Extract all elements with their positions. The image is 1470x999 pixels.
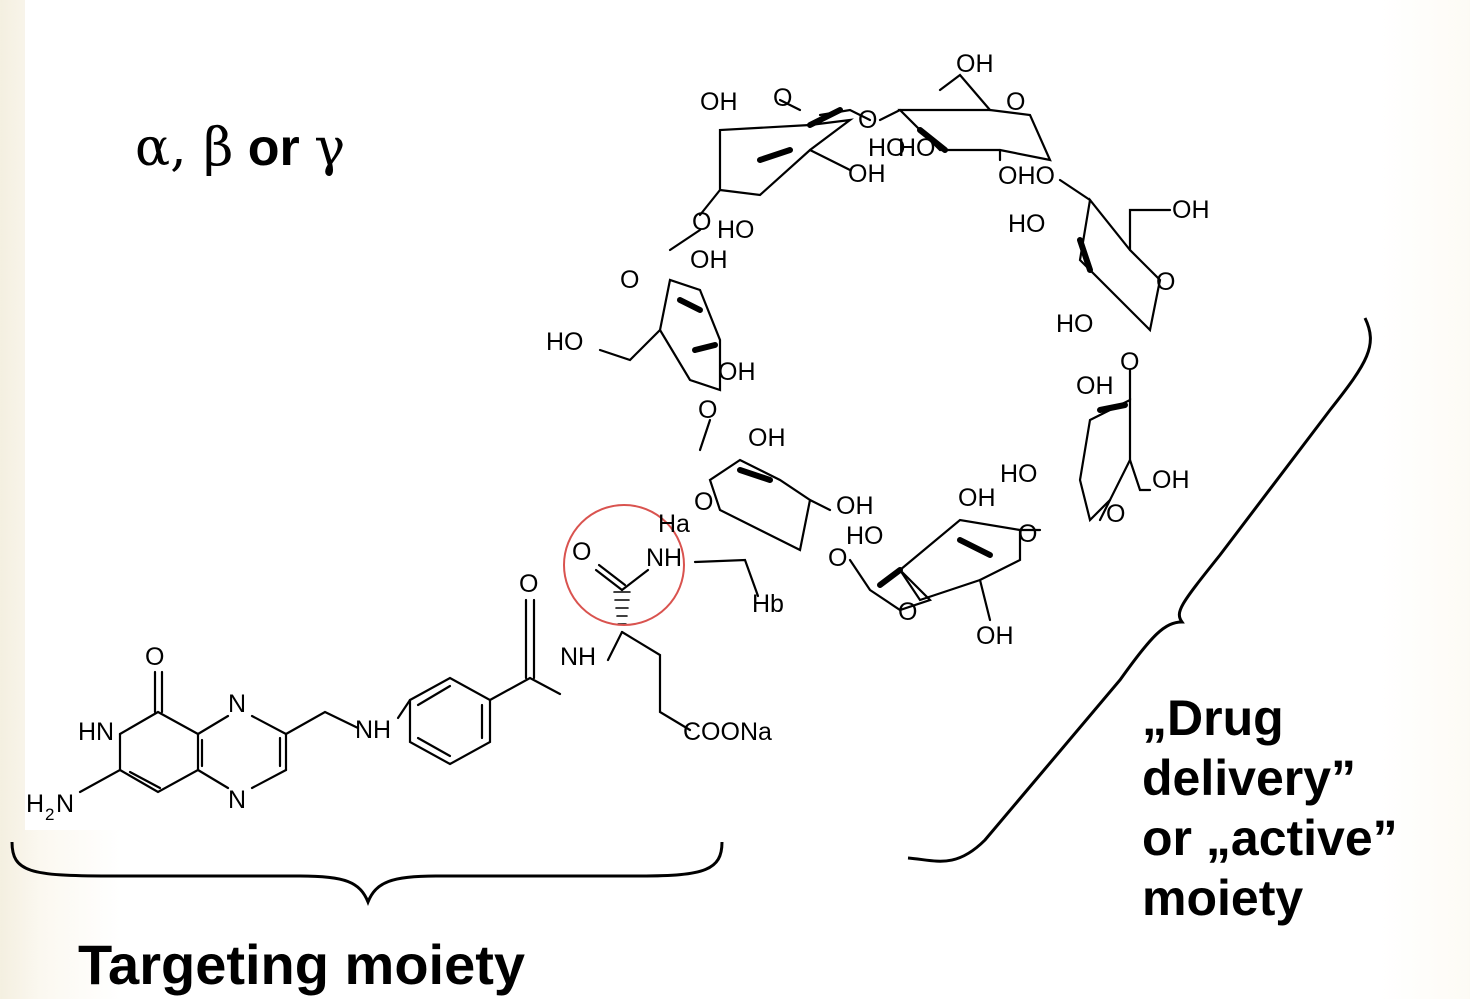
isomer-label: α, β or γ xyxy=(135,118,345,178)
atom-o: O xyxy=(1018,520,1037,548)
atom-ho: HO xyxy=(1000,460,1038,488)
structure-panel xyxy=(25,0,1120,830)
atom-oh: OH xyxy=(690,246,728,274)
atom-o: O xyxy=(828,544,847,572)
atom-o: O xyxy=(620,266,639,294)
atom-nh: NH xyxy=(560,643,596,671)
drug-label-line: or „active” xyxy=(1142,810,1398,866)
atom-n: N xyxy=(228,690,246,718)
atom-o: O xyxy=(1120,348,1139,376)
beta-symbol: β xyxy=(203,118,234,178)
gamma-symbol: γ xyxy=(314,118,346,178)
atom-coona: COONa xyxy=(683,718,772,746)
atom-oh: OH xyxy=(748,424,786,452)
targeting-moiety-label: Targeting moiety xyxy=(78,933,526,996)
atom-oh: OH xyxy=(956,50,994,78)
atom-ho: HO xyxy=(717,216,755,244)
atom-oh: OH xyxy=(1172,196,1210,224)
drug-label-line: „Drug xyxy=(1142,690,1284,746)
atom-o: O xyxy=(1106,500,1125,528)
atom-oh: OH xyxy=(958,484,996,512)
atom-ho: HO xyxy=(898,134,936,162)
atom-oh: OH xyxy=(700,88,738,116)
atom-oh: OH xyxy=(836,492,874,520)
isomer-or: or xyxy=(233,119,315,177)
atom-ohb: OHO xyxy=(998,162,1055,190)
drug-label-line: moiety xyxy=(1142,870,1304,926)
atom-o: O xyxy=(698,396,717,424)
atom-oh: OH xyxy=(718,358,756,386)
atom-labels: O HN N N H 2 N NH O NH COONa O NH Ha Hb … xyxy=(26,50,1210,824)
drug-label-line: delivery” xyxy=(1142,750,1357,806)
atom-o: O xyxy=(1006,88,1025,116)
atom-h2n-n: N xyxy=(56,790,74,818)
targeting-brace xyxy=(10,841,724,907)
drug-brace xyxy=(907,317,1372,863)
atom-o: O xyxy=(858,106,877,134)
drug-delivery-label: „Drug delivery” or „active” moiety xyxy=(1142,688,1470,928)
atom-ho: HO xyxy=(1008,210,1046,238)
atom-oh: OH xyxy=(848,160,886,188)
atom-o: O xyxy=(898,598,917,626)
atom-hn: HN xyxy=(78,718,114,746)
atom-o: O xyxy=(692,208,711,236)
atom-oh: OH xyxy=(1076,372,1114,400)
bonds xyxy=(78,73,1172,794)
atom-ho: HO xyxy=(868,134,906,162)
atom-ho: HO xyxy=(546,328,584,356)
atom-o: O xyxy=(572,538,591,566)
atom-o: O xyxy=(694,488,713,516)
atom-h2n-sub: 2 xyxy=(45,805,54,824)
atom-o: O xyxy=(773,84,792,112)
atom-nh: NH xyxy=(355,716,391,744)
atom-n: N xyxy=(228,786,246,814)
atom-nh: NH xyxy=(646,544,682,572)
atom-h2n-h: H xyxy=(26,790,44,818)
alpha-symbol: α xyxy=(135,118,171,178)
atom-hb: Hb xyxy=(752,590,784,618)
atom-ho: HO xyxy=(1056,310,1094,338)
amide-highlight-circle xyxy=(563,504,685,626)
isomer-separator: , xyxy=(170,118,204,178)
atom-o: O xyxy=(145,643,164,671)
atom-o: O xyxy=(519,570,538,598)
atom-oh: OH xyxy=(1152,466,1190,494)
atom-ha: Ha xyxy=(658,510,690,538)
atom-oh: OH xyxy=(976,622,1014,650)
atom-o: O xyxy=(1156,268,1175,296)
atom-ho: HO xyxy=(846,522,884,550)
